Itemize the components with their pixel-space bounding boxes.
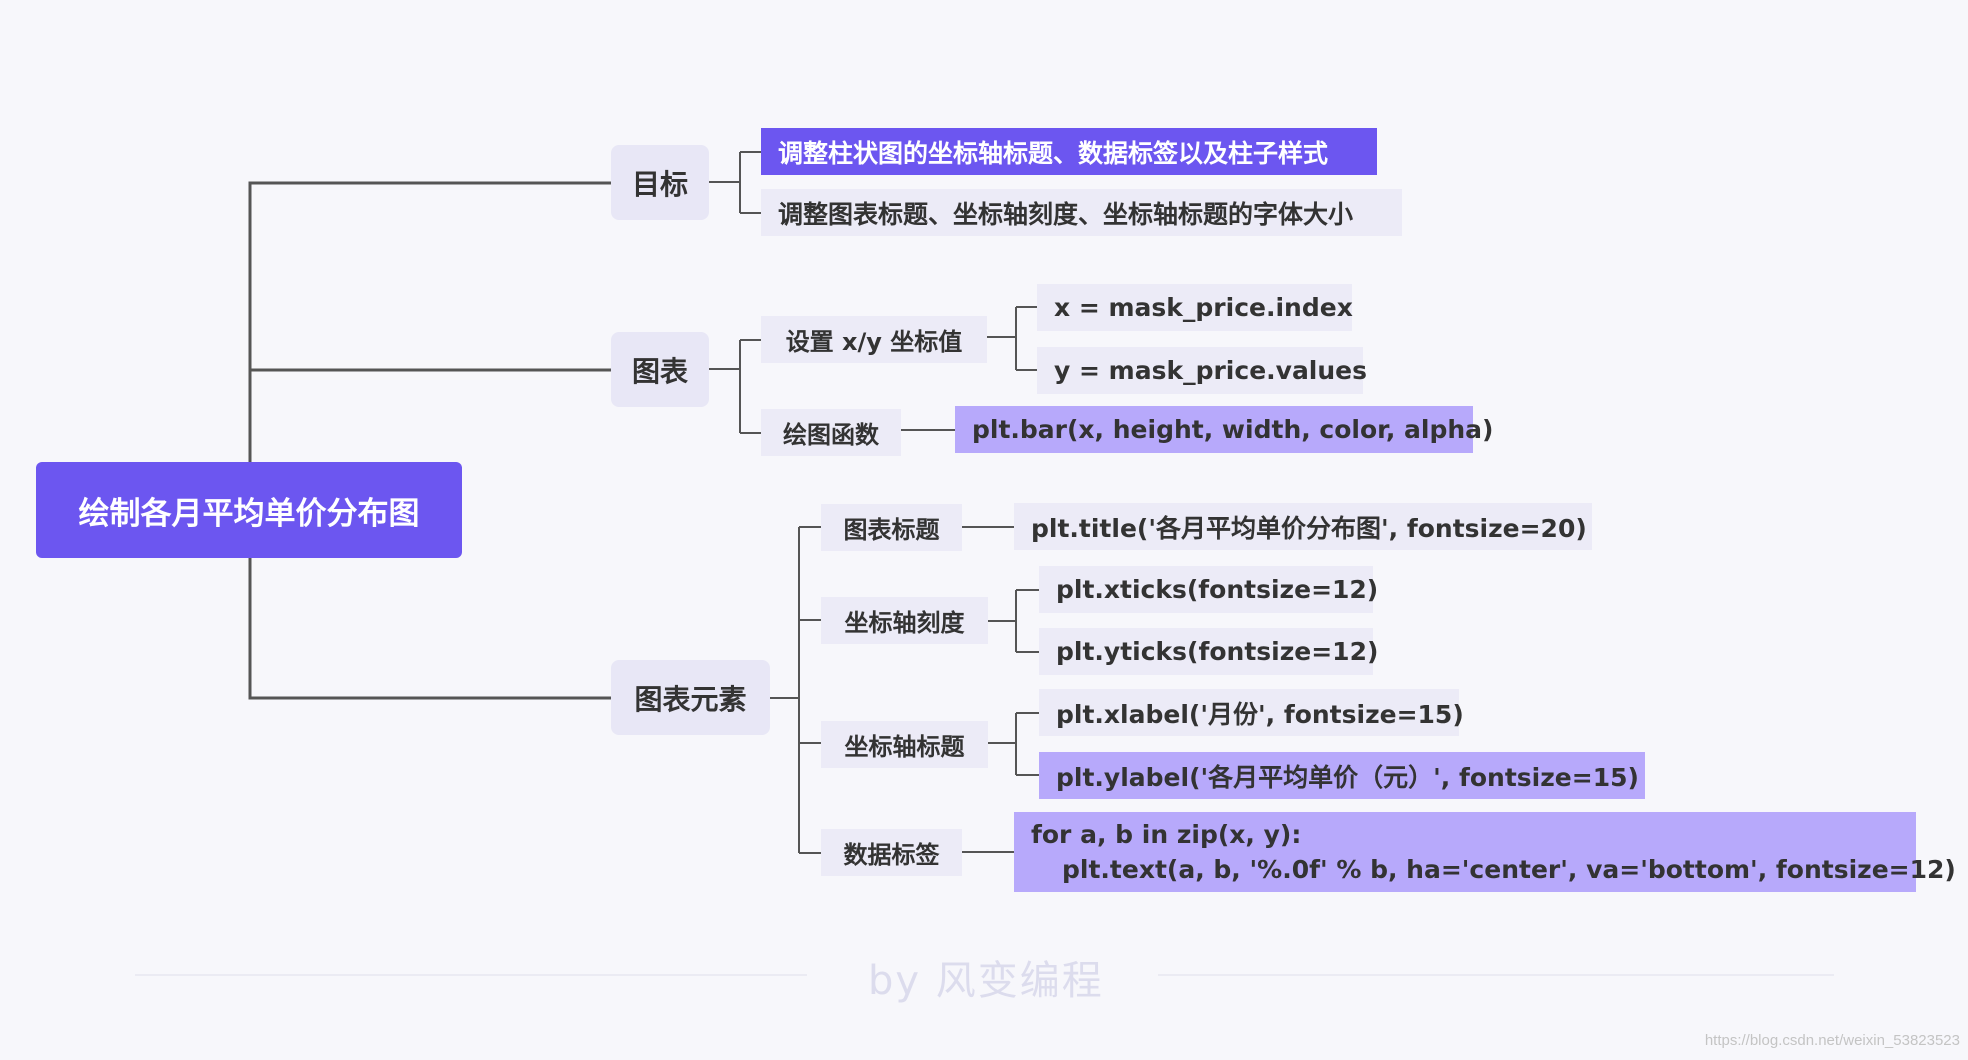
goal-item-2-text: 调整图表标题、坐标轴刻度、坐标轴标题的字体大小 [778, 199, 1354, 229]
x-value-text: x = mask_price.index [1054, 293, 1353, 322]
root-node[interactable]: 绘制各月平均单价分布图 [36, 462, 462, 558]
footer-credit: by 风变编程 [868, 958, 1104, 1004]
connector-goal [709, 151, 761, 214]
data-labels-code[interactable]: for a, b in zip(x, y): plt.text(a, b, '%… [1014, 812, 1956, 892]
axis-ticks-node[interactable]: 坐标轴刻度 [821, 597, 988, 644]
plot-code-text: plt.bar(x, height, width, color, alpha) [972, 415, 1494, 444]
axis-ticks-label: 坐标轴刻度 [844, 609, 965, 637]
root-label: 绘制各月平均单价分布图 [78, 495, 420, 532]
x-value-node[interactable]: x = mask_price.index [1037, 284, 1353, 331]
data-labels-node[interactable]: 数据标签 [821, 829, 962, 876]
elements-label: 图表元素 [634, 682, 747, 716]
xlabel-node[interactable]: plt.xlabel('月份', fontsize=15) [1039, 689, 1464, 736]
chart-title-node[interactable]: 图表标题 [821, 504, 962, 551]
goal-item-2[interactable]: 调整图表标题、坐标轴刻度、坐标轴标题的字体大小 [761, 189, 1402, 236]
connector-elements [770, 526, 821, 854]
yticks-node[interactable]: plt.yticks(fontsize=12) [1039, 628, 1378, 675]
goal-node[interactable]: 目标 [611, 145, 709, 220]
xy-node[interactable]: 设置 x/y 坐标值 [761, 316, 987, 363]
plot-func-label: 绘图函数 [783, 421, 879, 449]
data-labels-label: 数据标签 [843, 841, 940, 869]
data-labels-code-line-2: plt.text(a, b, '%.0f' % b, ha='center', … [1062, 855, 1956, 884]
plot-func-node[interactable]: 绘图函数 [761, 409, 901, 456]
ylabel-text: plt.ylabel('各月平均单价（元）', fontsize=15) [1056, 762, 1639, 792]
connector-axis-titles [988, 712, 1039, 776]
goal-label: 目标 [631, 167, 688, 201]
connector-root-goal [248, 181, 611, 462]
axis-titles-node[interactable]: 坐标轴标题 [821, 721, 988, 768]
connector-chart [709, 339, 761, 434]
xy-label: 设置 x/y 坐标值 [785, 328, 963, 356]
goal-item-1-text: 调整柱状图的坐标轴标题、数据标签以及柱子样式 [778, 138, 1329, 168]
connector-xy [987, 306, 1037, 371]
chart-title-label: 图表标题 [843, 516, 940, 544]
plot-code-node[interactable]: plt.bar(x, height, width, color, alpha) [955, 406, 1493, 453]
ylabel-node[interactable]: plt.ylabel('各月平均单价（元）', fontsize=15) [1039, 752, 1645, 799]
y-value-text: y = mask_price.values [1054, 356, 1368, 385]
watermark: https://blog.csdn.net/weixin_53823523 [1704, 1032, 1960, 1049]
footer-divider-right [1158, 974, 1834, 976]
axis-titles-label: 坐标轴标题 [844, 733, 965, 761]
y-value-node[interactable]: y = mask_price.values [1037, 347, 1367, 394]
xticks-node[interactable]: plt.xticks(fontsize=12) [1039, 566, 1378, 613]
xticks-text: plt.xticks(fontsize=12) [1056, 575, 1379, 604]
data-labels-code-line-1: for a, b in zip(x, y): [1031, 820, 1302, 849]
goal-item-1[interactable]: 调整柱状图的坐标轴标题、数据标签以及柱子样式 [761, 128, 1377, 175]
chart-title-code-text: plt.title('各月平均单价分布图', fontsize=20) [1031, 513, 1587, 543]
xlabel-text: plt.xlabel('月份', fontsize=15) [1056, 699, 1464, 729]
chart-node[interactable]: 图表 [611, 332, 709, 407]
connector-root-elements [248, 558, 611, 700]
yticks-text: plt.yticks(fontsize=12) [1056, 637, 1379, 666]
chart-label: 图表 [631, 354, 688, 388]
elements-node[interactable]: 图表元素 [611, 660, 770, 735]
connector-ticks [988, 589, 1039, 653]
footer-divider-left [135, 974, 807, 976]
chart-title-code[interactable]: plt.title('各月平均单价分布图', fontsize=20) [1014, 503, 1592, 550]
